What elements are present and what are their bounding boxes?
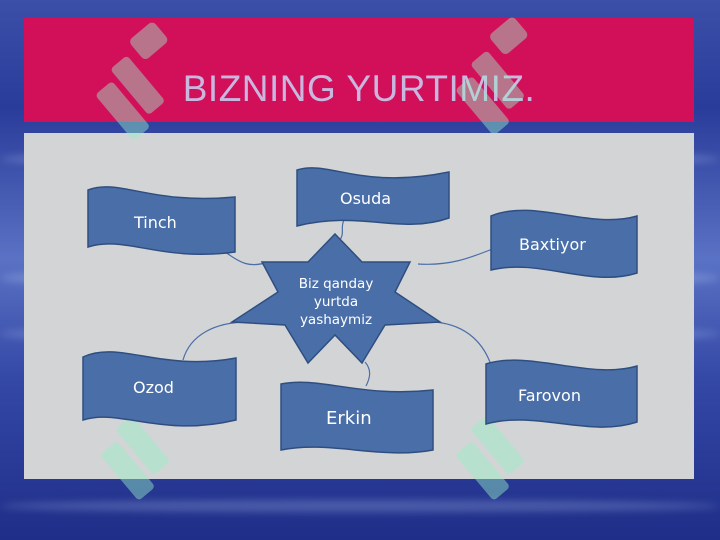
node-erkin-label: Erkin (326, 408, 372, 429)
node-baxtiyor: Baxtiyor (490, 209, 638, 279)
node-ozod-label: Ozod (133, 378, 174, 397)
center-star: Biz qanday yurtda yashaymiz (229, 232, 443, 365)
center-line-3: yashaymiz (300, 312, 372, 328)
node-osuda: Osuda (296, 167, 450, 227)
node-osuda-label: Osuda (340, 189, 391, 208)
node-erkin: Erkin (280, 381, 434, 454)
slide-title: BIZNING YURTIMIZ. (182, 68, 536, 109)
center-line-2: yurtda (314, 294, 358, 310)
node-baxtiyor-label: Baxtiyor (519, 235, 586, 254)
node-ozod: Ozod (82, 351, 237, 427)
center-line-1: Biz qanday (299, 276, 374, 292)
node-farovon-label: Farovon (518, 386, 581, 405)
node-tinch-label: Tinch (133, 213, 177, 232)
title-band: BIZNING YURTIMIZ. (24, 18, 694, 122)
node-tinch: Tinch (87, 186, 236, 256)
node-farovon: Farovon (485, 359, 638, 428)
